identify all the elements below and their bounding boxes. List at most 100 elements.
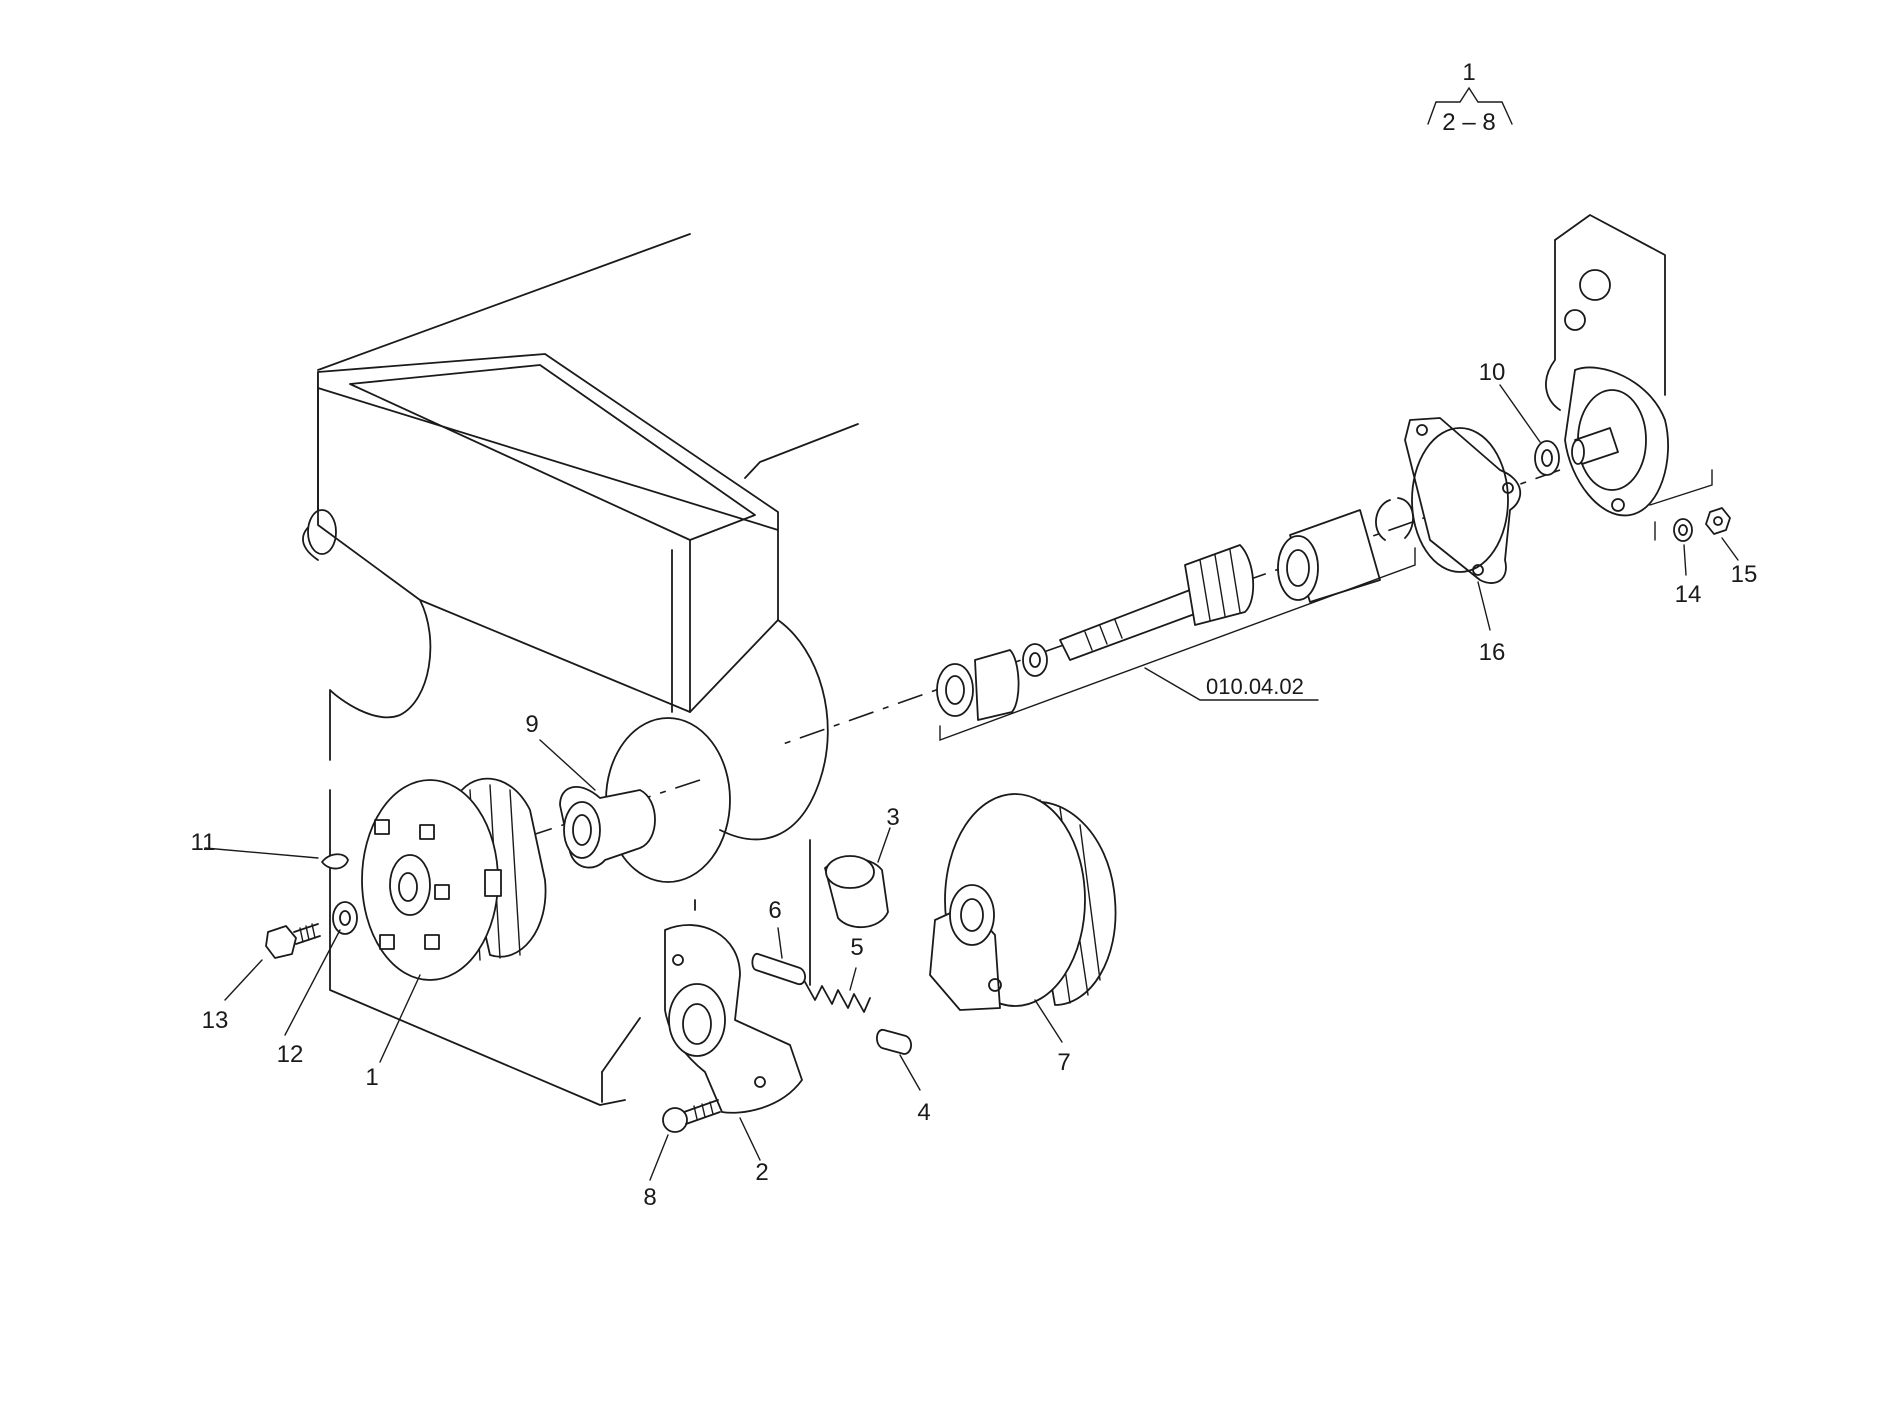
nut15 (1705, 507, 1731, 535)
leader-lines (204, 384, 1739, 1181)
shaft-bush (974, 649, 1020, 721)
leader-12 (284, 929, 341, 1036)
sprocket-bolt-e (379, 934, 395, 950)
part-13-bolt (265, 923, 321, 959)
spring-coil (804, 981, 871, 1013)
part-5-spring (804, 981, 871, 1013)
callout-10: 10 (1479, 359, 1506, 386)
leader-8 (649, 1134, 669, 1181)
screw-thread (693, 1101, 714, 1120)
housing-lid-inner (349, 364, 756, 541)
seal-inner (1541, 449, 1553, 467)
plate-boss (668, 983, 726, 1057)
housing-right-face (689, 529, 779, 713)
part-14-washer (1673, 518, 1693, 542)
pump-spindle-end (1571, 439, 1585, 465)
callout-2: 2 (755, 1159, 768, 1186)
sprocket-bolt-d (424, 934, 440, 950)
leader-3 (877, 827, 891, 863)
pump-rear-edge (1545, 239, 1561, 411)
part-10-seal (1534, 440, 1560, 476)
callout-16: 16 (1479, 639, 1506, 666)
reference-code: 010.04.02 (1144, 667, 1319, 701)
sprocket-bolt-a (374, 819, 390, 835)
block-bottom-slant (601, 1017, 641, 1073)
callout-4: 4 (917, 1099, 930, 1126)
part-8-screw (662, 1099, 721, 1133)
sprocket-keyway (484, 869, 502, 897)
callout-1: 1 (365, 1064, 378, 1091)
screw-head (662, 1107, 688, 1133)
callout-8: 8 (643, 1184, 656, 1211)
part-9-sleeve (559, 786, 656, 869)
part-12-washer (332, 901, 358, 935)
part-4-plunger (876, 1029, 912, 1055)
leader-14 (1683, 544, 1687, 576)
part-6-pin (751, 953, 806, 985)
axis-line-upper (779, 469, 1561, 746)
bolt-head (265, 925, 297, 959)
sprocket7-hole (988, 978, 1002, 992)
leader-13 (224, 959, 263, 1001)
shaft-ring-a (936, 663, 974, 717)
leader-11 (204, 847, 319, 859)
pump-top (1554, 214, 1666, 396)
gasket-opening (1411, 427, 1509, 573)
sprocket-bolt-c (434, 884, 450, 900)
leader-5 (849, 967, 857, 991)
reference-code-text: 010.04.02 (1206, 674, 1304, 699)
pin-body (751, 953, 806, 985)
leader-10 (1499, 384, 1541, 443)
gasket-hole-b (1502, 482, 1514, 494)
block-stud (307, 509, 337, 555)
leader-2 (739, 1117, 761, 1161)
reference-leader (1144, 667, 1319, 701)
assembly-bracket (939, 547, 1416, 742)
shaft-ring-a-inner (945, 675, 965, 705)
part-7-sprocket (929, 793, 1117, 1011)
sprocket7-bore (960, 898, 984, 932)
group-bracket (1427, 86, 1513, 125)
cap-top (825, 855, 875, 889)
callout-7: 7 (1057, 1049, 1070, 1076)
sleeve-inner (572, 814, 592, 846)
gasket-hole-c (1472, 564, 1484, 576)
pump-hole-a (1579, 269, 1611, 301)
block-upper-right-edge (744, 423, 859, 479)
housing-front-face (317, 387, 691, 713)
part-2-plate (664, 924, 803, 1114)
block-bottom-edge (329, 789, 626, 1106)
pump-flange-hole (1611, 498, 1625, 512)
leader-9 (539, 739, 596, 791)
part-16-gasket (1404, 417, 1522, 584)
shaft-assembly (936, 497, 1416, 742)
callout-13: 13 (202, 1007, 229, 1034)
housing-lid (317, 353, 779, 531)
callout-9: 9 (525, 711, 538, 738)
shaft-washer (1022, 643, 1048, 677)
shaft-washer-inner (1029, 652, 1041, 668)
helical-gear-teeth (1199, 549, 1241, 621)
callout-14: 14 (1675, 581, 1702, 608)
washer-outer (332, 901, 358, 935)
pump-hole-b (1564, 309, 1586, 331)
washer14-inner (1678, 524, 1688, 536)
callout-3: 3 (886, 804, 899, 831)
sprocket7-boss (949, 884, 995, 946)
block-lower-contour (329, 599, 432, 761)
part-3-cap (824, 855, 889, 929)
sprocket-center-boss (389, 854, 431, 916)
gear-shaft (1059, 589, 1201, 661)
seal-outer (1534, 440, 1560, 476)
filter-housing (317, 353, 829, 883)
pump-bracket (1649, 469, 1713, 541)
leader-15 (1721, 537, 1739, 561)
shaft-sleeve-bore (1286, 549, 1310, 587)
woodruff-key (321, 853, 349, 870)
callout-15: 15 (1731, 561, 1758, 588)
shaft-sleeve-end (1277, 535, 1319, 601)
leader-16 (1477, 581, 1491, 631)
callout-5: 5 (850, 934, 863, 961)
callout-12: 12 (277, 1041, 304, 1068)
